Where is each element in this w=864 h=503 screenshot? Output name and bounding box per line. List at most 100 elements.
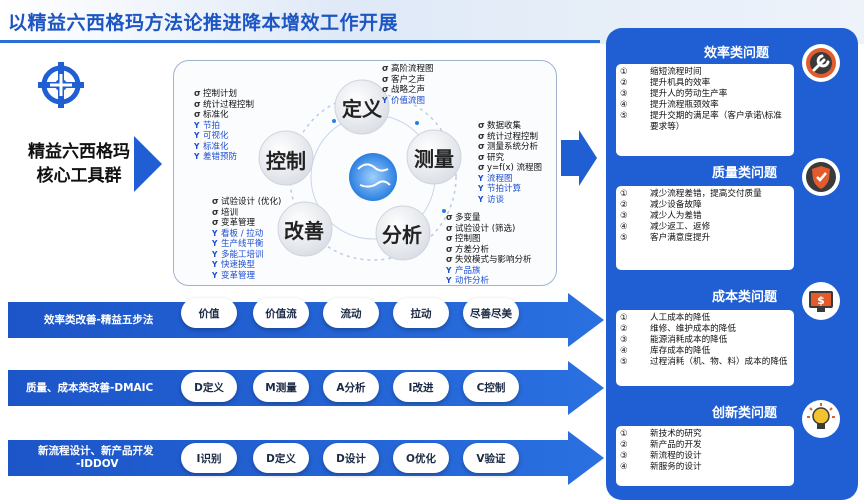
row3-step-3: D设计: [323, 443, 379, 473]
row2-step-5: C控制: [463, 372, 519, 402]
category-item-text: 减少设备故障: [650, 200, 702, 210]
tool-item: 变革管理: [212, 271, 281, 282]
category-item-number: ②: [620, 78, 628, 88]
tool-item: y=f(x) 流程图: [478, 163, 542, 174]
row1-step-4: 拉动: [393, 298, 449, 328]
category-item-number: ③: [620, 451, 628, 461]
circle-analyze: 分析: [382, 223, 422, 247]
category-item-number: ④: [620, 462, 628, 472]
core-label-line1: 精益六西格玛: [28, 142, 130, 162]
category-item-number: ①: [620, 429, 628, 439]
category-item: ② 减少设备故障: [620, 200, 790, 211]
tool-item: 多能工培训: [212, 250, 281, 261]
row1-step-5: 尽善尽美: [463, 298, 519, 328]
category-item-number: ④: [620, 100, 628, 110]
category-item-text: 减少人为差错: [650, 211, 702, 221]
tool-wheel-panel: 定义 测量 分析 改善 控制 高阶流程图客户之声战略之声价值流图 数据收集统计过…: [173, 60, 557, 286]
tool-item: 节拍: [194, 121, 254, 132]
row2-label: 质量、成本类改善-DMAIC: [26, 382, 154, 394]
row3-label-line2: -IDDOV: [76, 458, 119, 470]
circle-measure: 测量: [414, 147, 454, 171]
category-item: ① 人工成本的降低: [620, 313, 790, 324]
category-item-number: ④: [620, 222, 628, 232]
category-item-number: ④: [620, 346, 628, 356]
wrench-gear-icon: [802, 44, 840, 82]
row3-label: 新流程设计、新产品开发 -IDDOV: [38, 445, 154, 471]
category-item-text: 提升人的劳动生产率: [650, 89, 728, 99]
tool-item: 节拍计算: [478, 184, 542, 195]
circle-balls: [258, 79, 462, 261]
tool-wheel-graphic: [258, 79, 462, 261]
category-item-number: ①: [620, 189, 628, 199]
core-arrow-icon: [134, 136, 162, 192]
tool-item: 控制图: [446, 234, 532, 245]
tool-item: 数据收集: [478, 121, 542, 132]
category-item: ③ 能源消耗成本的降低: [620, 335, 790, 346]
category-item-text: 能源消耗成本的降低: [650, 335, 728, 345]
title-underline: [0, 40, 600, 43]
row3-step-1: I识别: [181, 443, 237, 473]
tool-item: 标准化: [194, 142, 254, 153]
category-item-number: ①: [620, 313, 628, 323]
circle-define: 定义: [342, 97, 382, 121]
category-item-text: 过程消耗（机、物、料）成本的降低: [650, 357, 788, 367]
category-item: ③ 减少人为差错: [620, 211, 790, 222]
tool-item: 方差分析: [446, 245, 532, 256]
globe-icon: [349, 153, 397, 201]
category-item-number: ③: [620, 211, 628, 221]
measure-tool-list: 数据收集统计过程控制测量系统分析研究y=f(x) 流程图流程图节拍计算访谈: [478, 121, 542, 205]
monitor-dollar-icon: $: [802, 282, 840, 320]
row1-label: 效率类改善-精益五步法: [44, 314, 154, 326]
category-item-text: 维修、维护成本的降低: [650, 324, 736, 334]
category-item-text: 人工成本的降低: [650, 313, 711, 323]
category-item-text: 减少返工、返修: [650, 222, 711, 232]
lightbulb-icon: [802, 400, 840, 438]
tool-item: 统计过程控制: [194, 100, 254, 111]
tool-item: 试验设计 (优化): [212, 197, 281, 208]
category-item-text: 提升交期的满足率（客户承诺\标准要求等）: [650, 111, 782, 132]
tool-item: 可视化: [194, 131, 254, 142]
tool-item: 生产线平衡: [212, 239, 281, 250]
tool-item: 动作分析: [446, 276, 532, 285]
tool-item: 高阶流程图: [382, 64, 434, 75]
svg-text:$: $: [817, 294, 825, 307]
category-item: ① 减少流程差错，提高交付质量: [620, 189, 790, 200]
category-item-text: 提升流程瓶颈效率: [650, 100, 719, 110]
tool-item: 变革管理: [212, 218, 281, 229]
analyze-tool-list: 多变量试验设计 (筛选)控制图方差分析失效模式与影响分析产品族动作分析: [446, 213, 532, 285]
efficiency-category-title: 效率类问题: [704, 46, 770, 61]
row2-step-4: I改进: [393, 372, 449, 402]
category-item-number: ③: [620, 335, 628, 345]
row2-step-3: A分析: [323, 372, 379, 402]
category-item: ⑤ 提升交期的满足率（客户承诺\标准要求等）: [620, 111, 790, 133]
control-tool-list: 控制计划统计过程控制标准化节拍可视化标准化差错预防: [194, 89, 254, 163]
category-item-text: 减少流程差错，提高交付质量: [650, 189, 762, 199]
row1-step-1: 价值: [181, 298, 237, 328]
innovation-category-title: 创新类问题: [712, 406, 778, 421]
category-item-number: ②: [620, 200, 628, 210]
core-label-line2: 核心工具群: [36, 166, 122, 186]
tool-item: 流程图: [478, 174, 542, 185]
row2-step-2: M测量: [253, 372, 309, 402]
tool-item: 试验设计 (筛选): [446, 224, 532, 235]
tool-item: 统计过程控制: [478, 132, 542, 143]
category-item-text: 客户满意度提升: [650, 233, 711, 243]
category-item-number: ⑤: [620, 111, 628, 121]
shield-icon: [802, 158, 840, 196]
tool-item: 快速换型: [212, 260, 281, 271]
tool-item: 价值流图: [382, 96, 434, 107]
row3-step-2: D定义: [253, 443, 309, 473]
row3-step-5: V验证: [463, 443, 519, 473]
tool-item: 标准化: [194, 110, 254, 121]
tool-item: 差错预防: [194, 152, 254, 163]
